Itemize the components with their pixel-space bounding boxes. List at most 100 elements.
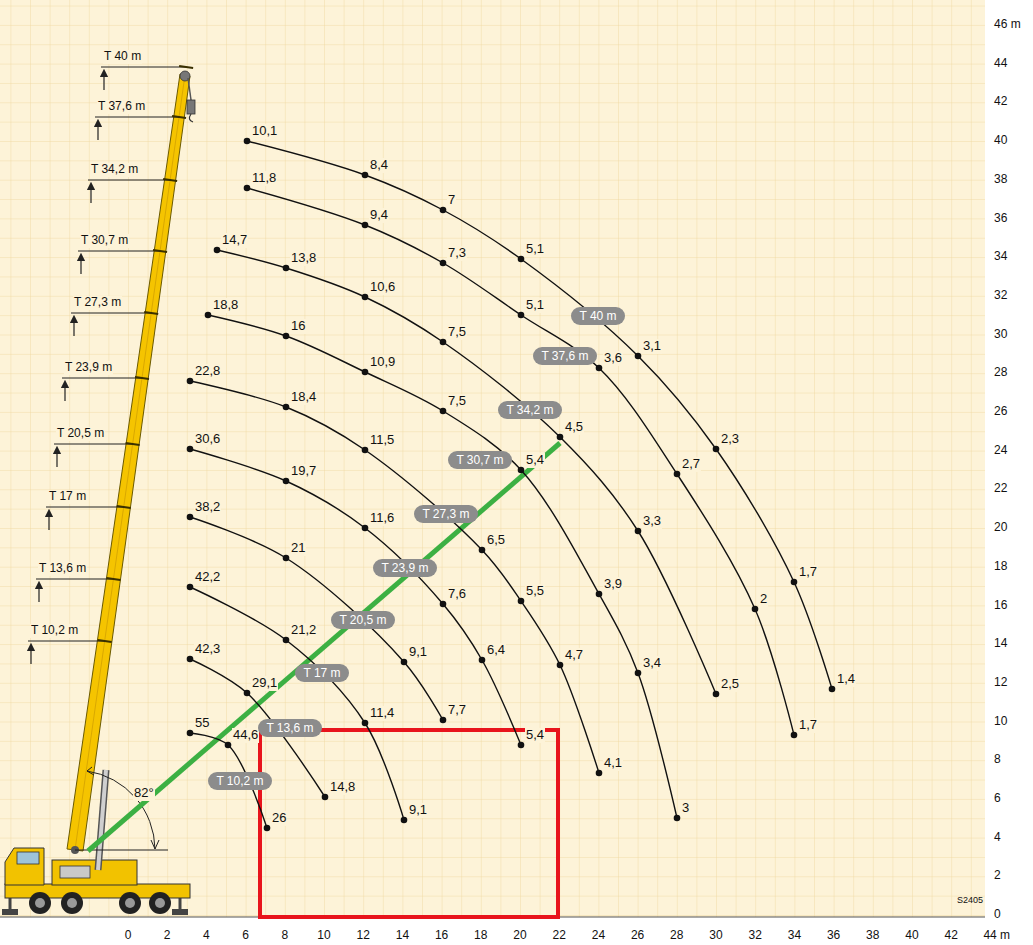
axis-tick-label: 10 (317, 929, 330, 943)
load-value: 3,3 (642, 514, 662, 529)
boom-length-tag: T 10,2 m (208, 772, 271, 790)
load-point (518, 598, 525, 605)
boom-length-text: T 34,2 m (506, 403, 553, 417)
boom-section-leader (36, 579, 113, 580)
load-value: 1,4 (836, 672, 856, 687)
boom-joint (179, 66, 193, 68)
boom-length-text: T 13,6 m (266, 721, 313, 735)
load-value: 3,6 (603, 351, 623, 366)
load-point (187, 730, 194, 737)
axis-tick-label: 2 (164, 929, 171, 943)
load-value: 55 (194, 716, 210, 731)
load-value: 11,5 (369, 433, 395, 448)
load-value: 9,1 (408, 645, 428, 660)
load-point (635, 670, 642, 677)
axis-tick-label: 42 (994, 95, 1007, 109)
extension-arrow (97, 123, 98, 140)
boom-length-text: T 27,3 m (422, 507, 469, 521)
load-point (518, 312, 525, 319)
boom-joint (135, 377, 149, 379)
extension-arrow (38, 585, 39, 602)
boom-joint (163, 179, 177, 181)
load-value: 11,8 (251, 171, 277, 186)
load-point (214, 247, 221, 254)
load-value: 2,3 (720, 432, 740, 447)
load-value: 3,4 (642, 656, 662, 671)
load-point (596, 365, 603, 372)
load-point (518, 467, 525, 474)
boom-length-text: T 20,5 m (339, 613, 386, 627)
axis-tick-label: 12 (994, 676, 1007, 690)
axis-tick-label: 38 (994, 173, 1007, 187)
load-point (283, 637, 290, 644)
load-point (283, 265, 290, 272)
axis-tick-label: 2 (994, 869, 1001, 883)
drawing-code: S2405 (957, 895, 983, 905)
load-value: 6,4 (486, 643, 506, 658)
axis-tick-label: 22 (994, 482, 1007, 496)
axis-tick-label: 6 (994, 792, 1001, 806)
load-value: 29,1 (251, 676, 278, 691)
load-value: 7 (447, 193, 456, 208)
axis-tick-label: 18 (474, 929, 487, 943)
load-point (264, 825, 271, 832)
load-value: 4,7 (564, 648, 584, 663)
extension-arrow (56, 450, 57, 467)
axis-tick-label: 32 (994, 289, 1007, 303)
boom-length-label: T 17 m (48, 490, 87, 504)
load-point (362, 294, 369, 301)
load-point (187, 656, 194, 663)
load-value: 8,4 (369, 158, 389, 173)
load-point (752, 606, 759, 613)
load-value: 7,5 (447, 394, 467, 409)
axis-tick-label: 34 (994, 250, 1007, 264)
load-value: 38,2 (194, 500, 221, 515)
load-value: 4,5 (564, 420, 584, 435)
axis-tick-label: 38 (866, 929, 879, 943)
crane-boom (67, 71, 195, 870)
axis-tick-label: 22 (553, 929, 566, 943)
load-value: 1,7 (798, 565, 818, 580)
load-value: 1,7 (798, 718, 818, 733)
boom-joint (126, 443, 140, 445)
axis-tick-label: 16 (994, 599, 1007, 613)
axis-tick-label: 16 (435, 929, 448, 943)
highlight-box (260, 730, 558, 917)
load-point (362, 369, 369, 376)
axis-tick-label: 0 (125, 929, 132, 943)
load-point (674, 815, 681, 822)
load-curve (190, 733, 267, 828)
load-point (557, 434, 564, 441)
load-value: 5,1 (525, 242, 545, 257)
axis-tick-label: 4 (203, 929, 210, 943)
boom-angle-arc (75, 767, 168, 850)
load-point (187, 584, 194, 591)
load-curve (190, 587, 404, 820)
load-value: 42,3 (194, 642, 221, 657)
load-curve (190, 381, 599, 773)
load-point (596, 591, 603, 598)
load-point (440, 601, 447, 608)
extension-arrow (48, 513, 49, 530)
load-value: 42,2 (194, 570, 221, 585)
load-value: 11,4 (369, 706, 395, 721)
load-point (362, 447, 369, 454)
load-point (362, 222, 369, 229)
load-value: 10,6 (369, 280, 396, 295)
axis-tick-label: 18 (994, 560, 1007, 574)
load-value: 7,3 (447, 246, 467, 261)
load-value: 2,5 (720, 677, 740, 692)
boom-joint (153, 250, 167, 252)
boom-joint (106, 578, 120, 580)
load-point (518, 256, 525, 263)
boom-length-label: T 30,7 m (80, 234, 129, 248)
load-point (557, 662, 564, 669)
load-point (283, 333, 290, 340)
load-point (518, 742, 525, 749)
load-value: 3 (681, 801, 690, 816)
load-point (674, 471, 681, 478)
boom-length-tag: T 37,6 m (533, 347, 596, 365)
axis-tick-label: 0 (994, 908, 1001, 922)
boom-length-label: T 37,6 m (97, 100, 146, 114)
boom-length-label: T 27,3 m (73, 296, 122, 310)
